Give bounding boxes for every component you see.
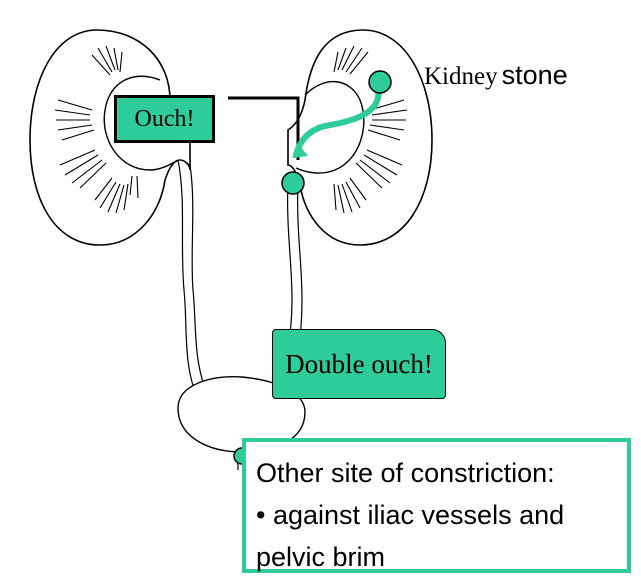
ouch-label: Ouch! (114, 95, 215, 143)
left-ureter (177, 159, 213, 406)
constriction-note-box: Other site of constriction: • against il… (242, 438, 631, 573)
kidney-stone-label-word1: Kidney (424, 63, 498, 90)
kidney-stone-label-word2: stone (501, 60, 568, 90)
right-kidney-pyramids (333, 45, 408, 214)
stone-path-arrowhead (292, 146, 308, 158)
left-kidney-sinus (103, 75, 179, 171)
left-kidney-pyramids (54, 45, 139, 214)
constriction-note-line2: • against iliac vessels and (256, 500, 565, 530)
ouch-connector-line (228, 96, 300, 160)
ureter-junction-marker (281, 171, 305, 195)
right-kidney-outline (287, 29, 433, 246)
double-ouch-label: Double ouch! (272, 329, 446, 399)
right-kidney-sinus (295, 80, 365, 174)
stone-path-arrow (293, 85, 382, 158)
kidney-stone-label: Kidney stone (424, 60, 568, 91)
kidney-stone-marker (368, 70, 392, 94)
constriction-note-line1: Other site of constriction: (256, 458, 555, 488)
constriction-note-line3: pelvic brim (256, 542, 386, 572)
